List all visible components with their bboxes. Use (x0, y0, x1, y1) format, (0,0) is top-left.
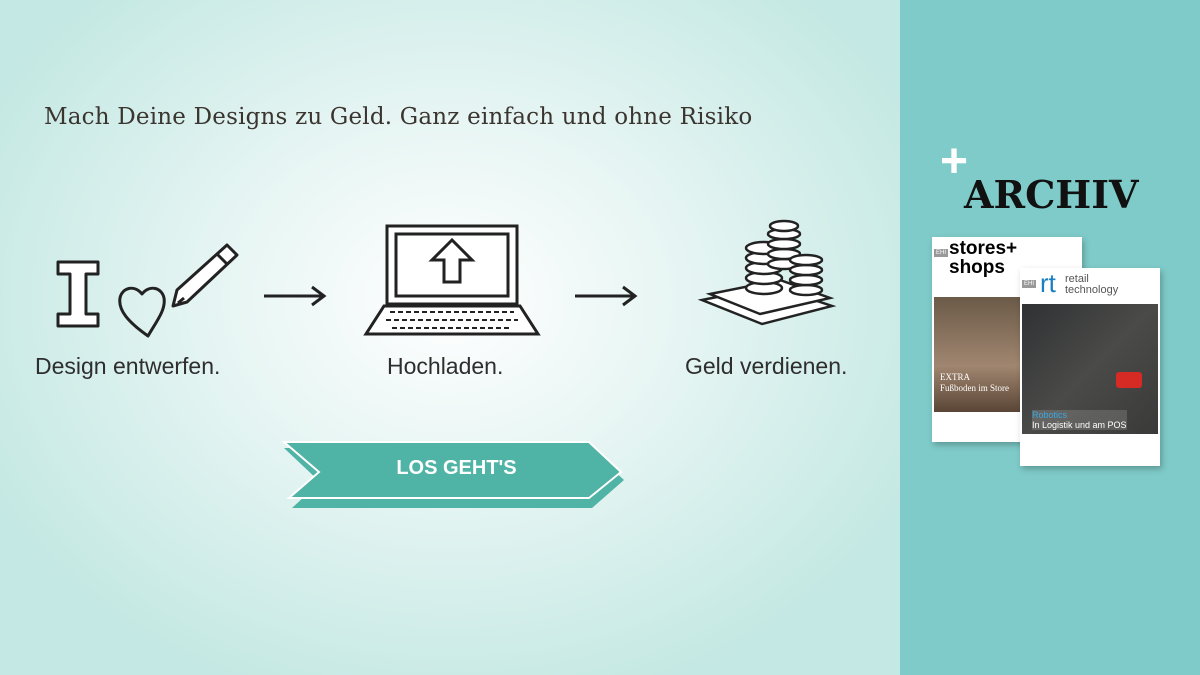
cover-photo-robot (1022, 304, 1158, 434)
laptop-upload-icon (363, 224, 541, 336)
rt-logo: rt (1040, 268, 1056, 298)
archive-title[interactable]: ARCHIV (964, 172, 1139, 217)
step-label-design: Design entwerfen. (35, 353, 221, 379)
promo-area: Mach Deine Designs zu Geld. Ganz einfach… (0, 0, 900, 675)
i-love-pencil-icon (56, 243, 239, 338)
cover-photo-store (934, 297, 1020, 412)
plus-icon: + (940, 135, 969, 188)
cover-headline: EXTRA (940, 372, 970, 382)
cover-subheadline: In Logistik und am POS (1032, 420, 1127, 430)
los-gehts-button[interactable]: LOS GEHT'S (280, 440, 625, 508)
arrow-right-icon (264, 285, 327, 307)
cover-headline: Robotics (1032, 410, 1068, 420)
magazine-title: stores+shops (949, 238, 1018, 278)
magazine-title: retail (1065, 273, 1089, 285)
red-van (1116, 372, 1142, 388)
headline: Mach Deine Designs zu Geld. Ganz einfach… (44, 104, 753, 130)
coins-money-icon (697, 219, 837, 326)
publisher-label: EHI (934, 249, 949, 257)
cta-label: LOS GEHT'S (396, 457, 517, 479)
publisher-label: EHI (1022, 280, 1037, 288)
step-label-upload: Hochladen. (387, 353, 504, 379)
cover-subheadline: Fußboden im Store (940, 383, 1009, 393)
arrow-right-icon (575, 285, 638, 307)
step-label-earn: Geld verdienen. (685, 353, 848, 379)
